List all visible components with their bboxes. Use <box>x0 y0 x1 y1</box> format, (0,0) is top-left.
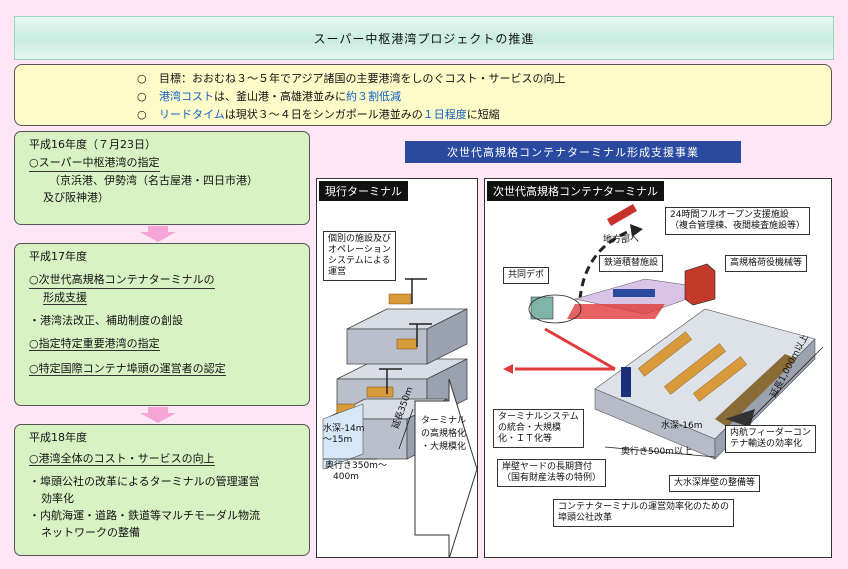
upgrade-arrow-line-3: ・大規模化 <box>421 442 467 452</box>
current-width-line-2: 400m <box>333 472 359 482</box>
goal-text: は、釜山港・高雄港並みに <box>214 90 346 103</box>
goal-item: ○ 目標：おおむね３～５年でアジア諸国の主要港湾をしのぐコスト・サービスの向上 <box>137 70 831 88</box>
phase-h18: 平成18年度 ○港湾全体のコスト・サービスの向上 ・埠頭公社の改革によるターミナ… <box>14 424 310 556</box>
phase-h17-item-2: 形成支援 <box>43 291 87 305</box>
upgrade-arrow-line-2: の高規格化 <box>421 429 467 439</box>
feeder-line-2: テナ輸送の効率化 <box>730 439 803 449</box>
current-depth-line-2: ～15m <box>323 435 353 445</box>
goal-highlight: 港湾コスト <box>159 90 214 103</box>
arrow-down-icon <box>140 407 176 423</box>
phase-h18-item-2: ・埠頭公社の改革によるターミナルの管理運営 <box>29 475 260 488</box>
phase-h17-item-3: ・港湾法改正、補助制度の創設 <box>29 314 183 327</box>
goal-bullet: ○ <box>137 108 147 121</box>
goal-item: ○ リードタイムは現状３～４日をシンガポール港並みの１日程度に短縮 <box>137 106 831 124</box>
phase-h18-item-1: ○港湾全体のコスト・サービスの向上 <box>29 452 215 466</box>
current-width-label: 奥行き350m～ 400m <box>325 461 387 483</box>
page-title: スーパー中枢港湾プロジェクトの推進 <box>14 16 834 60</box>
upgrade-arrow-text: ターミナル の高規格化 ・大規模化 <box>421 415 466 454</box>
current-terminal-label: 現行ターミナル <box>319 181 408 201</box>
phase-h17-item-4: ○指定特定重要港湾の指定 <box>29 337 160 351</box>
goal-text: 目標：おおむね３～５年でアジア諸国の主要港湾をしのぐコスト・サービスの向上 <box>159 72 566 85</box>
phase-h16-item-3: 及び阪神港） <box>43 191 109 204</box>
phase-h18-item-4: ・内航海運・道路・鉄道等マルチモーダル物流 <box>29 509 260 522</box>
phase-h18-item-5: ネットワークの整備 <box>41 526 140 539</box>
current-width-line-1: 奥行き350m～ <box>325 461 387 471</box>
goal-highlight: リードタイム <box>159 108 225 121</box>
phase-h16-year: 平成16年度（７月23日） <box>29 138 156 151</box>
feeder-line-1: 内航フィーダーコン <box>730 428 811 438</box>
current-terminal-illustration <box>322 278 477 557</box>
system-callout: ターミナルシステム の統合・大規模 化・ＩＴ化等 <box>493 409 584 448</box>
phase-h17-item-5: ○特定国際コンテナ埠頭の運営者の認定 <box>29 362 226 376</box>
support-project-title: 次世代高規格コンテナターミナル形成支援事業 <box>405 141 741 163</box>
reform-callout: コンテナターミナルの運営効率化のための 埠頭公社改革 <box>553 499 735 527</box>
goal-item: ○ 港湾コストは、釜山港・高雄港並みに約３割低減 <box>137 88 831 106</box>
callout-line-1: 個別の施設及び <box>328 234 392 244</box>
current-depth-line-1: 水深-14m <box>323 424 365 434</box>
lease-line-2: （国有財産法等の特例） <box>502 473 602 483</box>
phase-h18-year: 平成18年度 <box>29 431 87 444</box>
upgrade-arrow-line-1: ターミナル <box>421 416 467 426</box>
reform-line-2: 埠頭公社改革 <box>558 513 613 523</box>
crane-callout: 高規格荷役機械等 <box>725 255 808 272</box>
current-terminal-panel: 現行ターミナル 個別の施設及び <box>316 178 478 558</box>
open24-callout: 24時間フルオープン支援施設 （複合管理棟、夜間検査施設等） <box>665 207 811 235</box>
depot-callout: 共同デポ <box>503 267 550 284</box>
arrow-down-icon <box>140 226 176 242</box>
callout-line-3: システムによる <box>328 256 391 266</box>
reform-line-1: コンテナターミナルの運営効率化のための <box>558 502 730 512</box>
feeder-callout: 内航フィーダーコン テナ輸送の効率化 <box>725 425 816 453</box>
goal-text: に短縮 <box>466 108 500 121</box>
goal-bullet: ○ <box>137 72 147 85</box>
phase-h17: 平成17年度 ○次世代高規格コンテナターミナルの 形成支援 ・港湾法改正、補助制… <box>14 243 310 406</box>
goal-highlight: 約３割低減 <box>346 90 401 103</box>
rail-callout: 鉄道積替施設 <box>599 255 664 272</box>
callout-line-2: オペレーション <box>328 245 391 255</box>
callout-line-4: 運営 <box>328 267 347 277</box>
system-line-3: 化・ＩＴ化等 <box>498 434 553 444</box>
lease-callout: 岸壁ヤードの長期貸付 （国有財産法等の特例） <box>497 459 607 487</box>
goal-highlight: １日程度 <box>422 108 467 121</box>
page-title-text: スーパー中枢港湾プロジェクトの推進 <box>313 31 535 46</box>
quay-callout: 大水深岸壁の整備等 <box>669 475 761 492</box>
next-terminal-label: 次世代高規格コンテナターミナル <box>487 181 664 201</box>
phase-h16-item-2: （京浜港、伊勢湾（名古屋港・四日市港） <box>49 174 258 187</box>
system-line-2: の統合・大規模 <box>498 423 562 433</box>
open24-line-1: 24時間フルオープン支援施設 <box>670 210 789 220</box>
lease-line-1: 岸壁ヤードの長期貸付 <box>502 462 593 472</box>
phase-h18-item-3: 効率化 <box>41 492 74 505</box>
support-project-title-text: 次世代高規格コンテナターミナル形成支援事業 <box>447 146 699 159</box>
system-line-1: ターミナルシステム <box>498 412 579 422</box>
next-width-label: 奥行き500m以上 <box>621 447 692 457</box>
phase-h16-item-1: ○スーパー中枢港湾の指定 <box>29 154 160 172</box>
next-depth-label: 水深-16m <box>661 421 703 431</box>
current-depth-label: 水深-14m ～15m <box>323 424 364 446</box>
phase-h17-year: 平成17年度 <box>29 250 87 263</box>
current-terminal-callout: 個別の施設及び オペレーション システムによる 運営 <box>323 231 397 281</box>
open24-line-2: （複合管理棟、夜間検査施設等） <box>670 221 806 231</box>
next-terminal-panel: 次世代高規格コンテナターミナル <box>484 178 832 558</box>
goal-text: は現状３～４日をシンガポール港並みの <box>224 108 423 121</box>
phase-h16: 平成16年度（７月23日） ○スーパー中枢港湾の指定 （京浜港、伊勢湾（名古屋港… <box>14 131 310 225</box>
goals-box: ○ 目標：おおむね３～５年でアジア諸国の主要港湾をしのぐコスト・サービスの向上 ○ 港… <box>14 64 832 126</box>
phase-h17-item-1: ○次世代高規格コンテナターミナルの <box>29 271 215 289</box>
goal-bullet: ○ <box>137 90 147 103</box>
regional-label: 地方部へ <box>603 235 640 245</box>
